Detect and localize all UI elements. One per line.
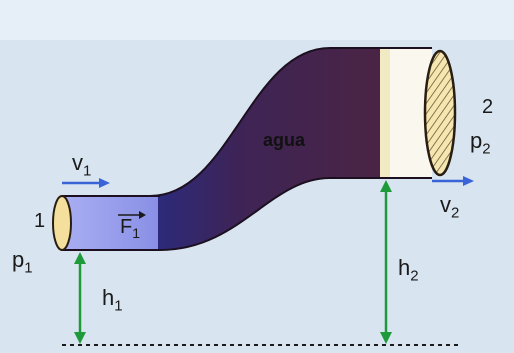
v2-label: v2 [440, 192, 460, 222]
h2-arrow [380, 180, 392, 344]
v2-arrow [432, 176, 474, 186]
h2-label: h2 [398, 255, 419, 285]
p1-label: p1 [12, 247, 33, 277]
h1-arrow [74, 252, 86, 344]
force-arrow-head [139, 211, 146, 219]
h1-label: h1 [102, 285, 123, 315]
p2-label: p2 [470, 128, 491, 158]
section-2-ellipse [423, 49, 457, 177]
v1-label: v1 [72, 150, 92, 180]
force-label: F1 [120, 216, 141, 241]
section-2-label: 2 [482, 96, 494, 118]
v1-arrow [62, 178, 110, 188]
section-1-ellipse [52, 195, 72, 251]
background-top-band [0, 0, 514, 40]
agua-label: agua [263, 130, 306, 150]
section-1-label: 1 [34, 210, 46, 232]
pipe-section-1 [62, 196, 158, 250]
